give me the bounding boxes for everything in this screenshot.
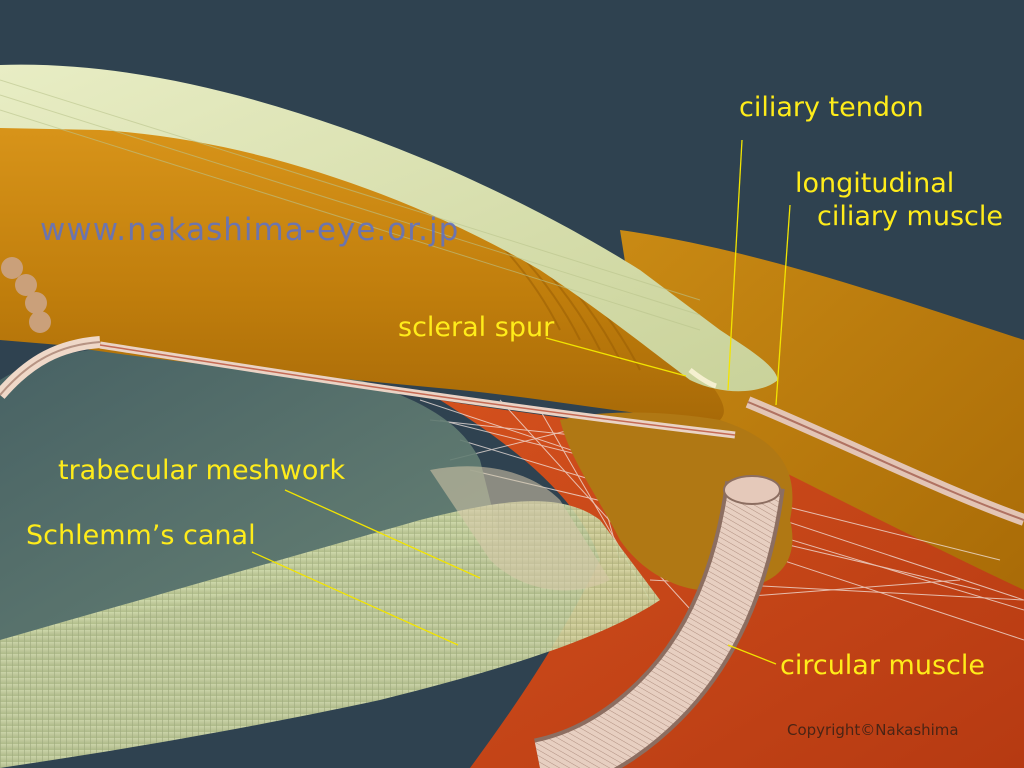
label-schlemms-canal: Schlemm’s canal bbox=[26, 520, 256, 551]
cornea bbox=[0, 64, 778, 392]
leader-lines bbox=[251, 139, 791, 665]
leader-circular-muscle bbox=[727, 644, 777, 665]
copyright-notice: Copyright©Nakashima bbox=[787, 721, 959, 739]
label-longitudinal-line1: longitudinal bbox=[795, 168, 955, 199]
label-ciliary-tendon: ciliary tendon bbox=[739, 92, 924, 123]
scleral-spur-notch bbox=[688, 368, 717, 389]
watermark: www.nakashima-eye.or.jp bbox=[40, 212, 460, 248]
sclera bbox=[0, 118, 724, 420]
leader-ciliary-tendon bbox=[727, 139, 743, 391]
anterior-chamber bbox=[0, 346, 500, 640]
leader-scleral-spur bbox=[545, 337, 687, 377]
cornea-texture bbox=[0, 79, 701, 331]
leader-trabecular-meshwork bbox=[284, 489, 481, 579]
iris-edge bbox=[1, 257, 51, 333]
trabecular-band bbox=[0, 501, 660, 768]
label-longitudinal-line2: ciliary muscle bbox=[817, 201, 1003, 232]
leader-schlemms-canal bbox=[251, 551, 459, 646]
circular-muscle-cross-section bbox=[723, 475, 781, 505]
label-circular-muscle: circular muscle bbox=[780, 650, 985, 681]
leader-longitudinal bbox=[775, 204, 791, 406]
label-trabecular-meshwork: trabecular meshwork bbox=[58, 455, 346, 486]
label-scleral-spur: scleral spur bbox=[398, 312, 555, 343]
outer-sclera bbox=[620, 230, 1024, 600]
trabecular-meshwork bbox=[430, 466, 610, 591]
